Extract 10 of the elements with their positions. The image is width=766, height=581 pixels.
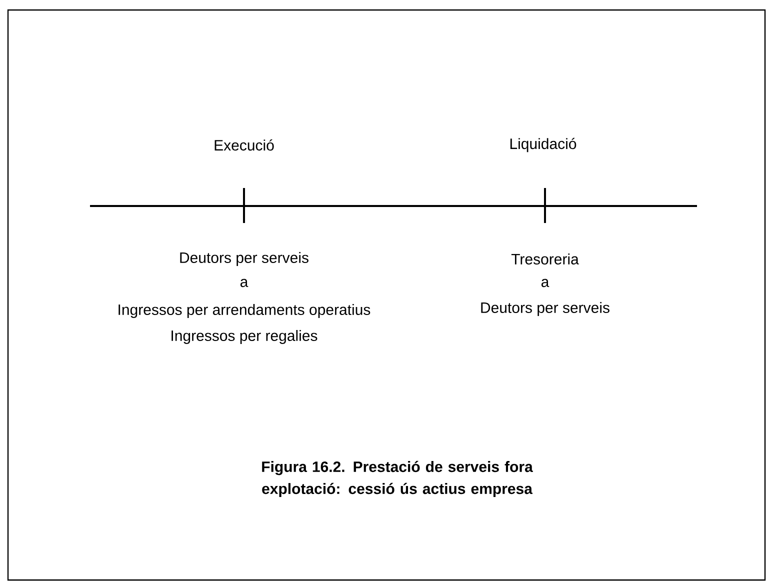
caption: Figura 16.2. Prestació de serveis fora explotació: cessió ús actius empresa — [262, 460, 533, 498]
label: Deutors per serveis — [481, 302, 610, 316]
label: Ingressos per arrendaments operatius — [118, 304, 370, 318]
label: Execució — [214, 139, 274, 151]
label: Deutors per serveis — [180, 252, 308, 266]
label: a — [541, 278, 550, 288]
label: Liquidació — [510, 138, 576, 152]
label: a — [240, 278, 248, 288]
label: Tresoreria — [511, 253, 579, 264]
label: Ingressos per regalies — [172, 330, 318, 344]
